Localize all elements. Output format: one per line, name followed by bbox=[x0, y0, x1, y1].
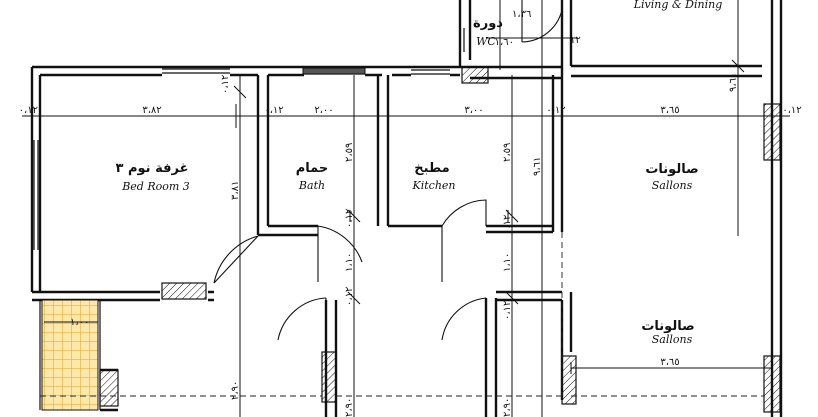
window bbox=[33, 140, 39, 250]
dimension-text: ٣،٠٠ bbox=[464, 105, 483, 116]
dimension-text: ٠،١٢ bbox=[782, 105, 801, 116]
dimension-text: ١،١٠ bbox=[344, 253, 355, 272]
salons-upper-label-ar: صالونات bbox=[645, 162, 698, 177]
dimension-text: ٣،٦٥ bbox=[660, 357, 679, 368]
dimension-text: ٢،٥٩ bbox=[344, 143, 355, 162]
dimension-text: ١،٦٠ bbox=[495, 37, 514, 48]
dimension-text: ٠،١٢ bbox=[502, 301, 513, 320]
dimension-text: ٠،١٢ bbox=[546, 105, 565, 116]
dimension-text: ٢،٩٠ bbox=[230, 381, 241, 400]
window bbox=[459, 28, 465, 52]
window-hatch bbox=[99, 369, 119, 407]
dimension-lines bbox=[22, 0, 790, 417]
bedroom-3-label-en: Bed Room 3 bbox=[121, 180, 190, 193]
dimension-text: ٣،٨١ bbox=[230, 181, 241, 200]
living-dining-label: Living & Dining bbox=[633, 0, 723, 11]
door-swing bbox=[441, 199, 487, 282]
dimension-text: ٠،١٢ bbox=[344, 287, 355, 306]
dashed-lines bbox=[40, 232, 764, 400]
dimension-text: ٢،٥٩ bbox=[502, 143, 513, 162]
salons-upper-label-en: Sallons bbox=[652, 179, 693, 192]
salons-lower-label-en: Sallons bbox=[652, 333, 693, 346]
dimension-text: ٠،١٢ bbox=[220, 75, 231, 94]
window-hatch bbox=[561, 355, 577, 405]
dimension-text: ١٢ bbox=[570, 35, 581, 46]
bath-label-en: Bath bbox=[298, 179, 325, 192]
doors bbox=[213, 0, 563, 350]
door-swing bbox=[277, 297, 327, 350]
dimension-text: ٩،٦١ bbox=[728, 73, 739, 92]
door-swing bbox=[213, 235, 259, 284]
walls bbox=[30, 0, 783, 417]
dimension-text: ٩،٦١ bbox=[532, 157, 543, 176]
bath-label-ar: حمام bbox=[296, 161, 329, 176]
door-swing bbox=[441, 297, 487, 346]
dimension-text: ٠،١٢ bbox=[19, 105, 38, 116]
salons-lower-label-ar: صالونات bbox=[641, 319, 694, 334]
window-hatch bbox=[161, 282, 207, 300]
dimension-text: ٣،٨٢ bbox=[142, 105, 161, 116]
wc-label-ar: دورة bbox=[473, 16, 503, 31]
window-hatch bbox=[321, 351, 337, 403]
window-hatch bbox=[461, 66, 489, 84]
dimension-text: ٢،٩٠ bbox=[502, 398, 513, 417]
dimension-texts: ٠،١٢ ٣،٨٢ ٠،١٢ ٢،٠٠ ٣،٠٠ ٠،١٢ ٣،٦٥ ٠،١٢ … bbox=[19, 9, 802, 417]
window-hatch bbox=[763, 355, 781, 413]
kitchen-label-ar: مطبخ bbox=[414, 161, 449, 176]
door-swing bbox=[521, 0, 563, 43]
dimension-text: ١،٠٠ bbox=[70, 317, 89, 328]
kitchen-label-en: Kitchen bbox=[412, 179, 456, 192]
door-swing bbox=[317, 225, 363, 282]
dimension-text: ٢،٩٠ bbox=[344, 398, 355, 417]
windows bbox=[33, 28, 781, 413]
window bbox=[162, 68, 230, 74]
bedroom-3-label-ar: غرفة نوم ٣ bbox=[116, 161, 189, 176]
dimension-text: ١،٣٦ bbox=[512, 9, 531, 20]
dimension-text: ٠،١٢ bbox=[502, 215, 513, 234]
wc-label-en: WC bbox=[476, 35, 496, 48]
dimension-text: ٠،١٢ bbox=[344, 209, 355, 228]
tiled-floor-area bbox=[41, 299, 99, 411]
window-hatch bbox=[763, 103, 781, 161]
window bbox=[411, 69, 450, 75]
window bbox=[302, 67, 366, 75]
dimension-text: ٠،١٢ bbox=[264, 105, 283, 116]
dimension-text: ٣،٦٥ bbox=[660, 105, 679, 116]
dimension-text: ١،١٠ bbox=[502, 253, 513, 272]
room-labels: Living & Dining دورة WC غرفة نوم ٣ Bed R… bbox=[116, 0, 723, 346]
dimension-text: ٢،٠٠ bbox=[314, 105, 333, 116]
